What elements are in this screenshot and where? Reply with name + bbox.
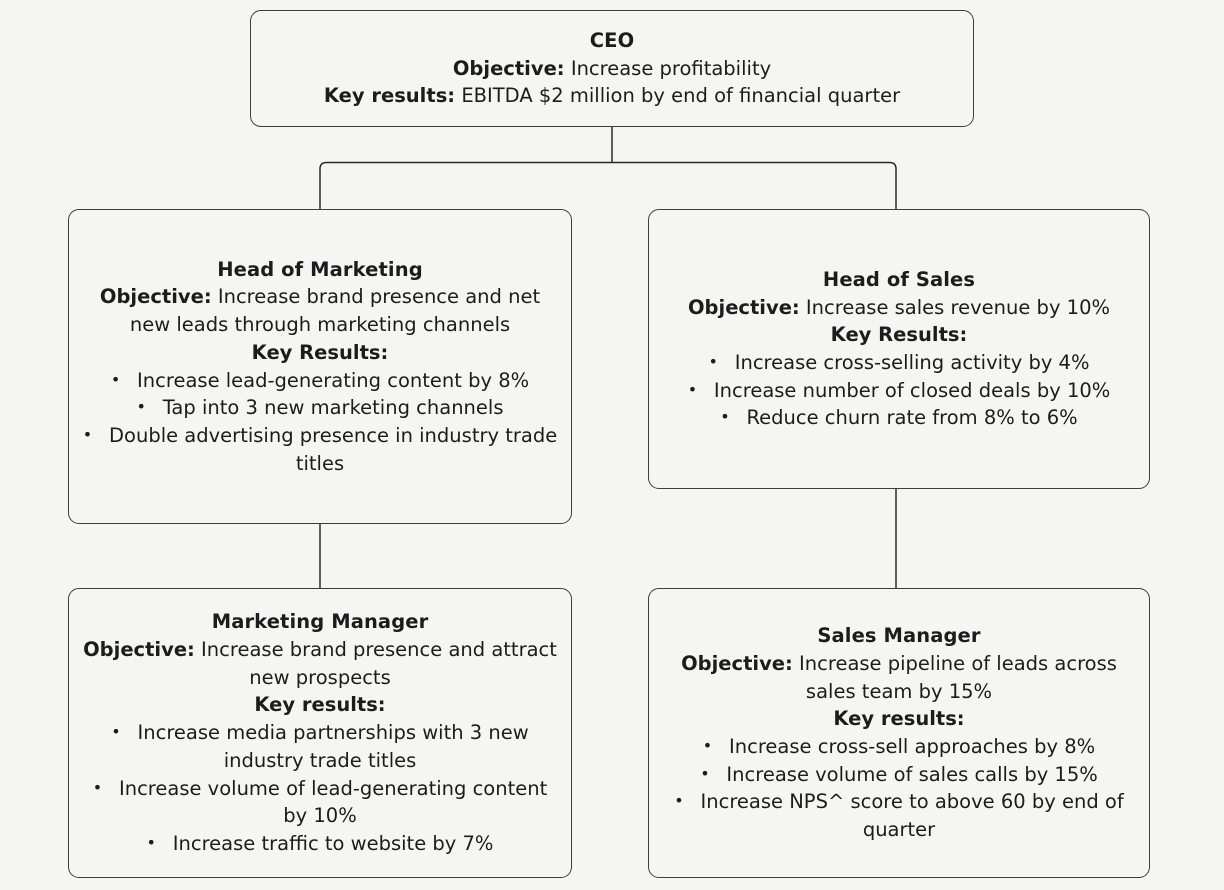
bullet-icon: •: [146, 833, 156, 852]
connector-ceo-to-heads: [319, 161, 897, 209]
key-result-item: • Increase number of closed deals by 10%: [659, 377, 1139, 405]
key-result-text: Double advertising presence in industry …: [109, 423, 558, 475]
key-result-item: • Increase lead-generating content by 8%: [79, 367, 561, 395]
key-result-text: Increase cross-sell approaches by 8%: [729, 735, 1096, 758]
bullet-icon: •: [687, 379, 698, 399]
key-result-text: Increase traffic to website by 7%: [172, 831, 494, 855]
node-sales-manager-objective: Objective: Increase pipeline of leads ac…: [659, 650, 1139, 705]
key-result-item: • Tap into 3 new marketing channels: [79, 394, 561, 422]
key-result-text: Increase cross-selling activity by 4%: [734, 351, 1090, 374]
node-ceo-objective: Objective: Increase profitability: [453, 55, 771, 83]
key-result-text: Increase media partnerships with 3 new i…: [137, 721, 529, 772]
key-result-item: • Increase NPS^ score to above 60 by end …: [659, 788, 1139, 843]
key-result-item: • Double advertising presence in industry…: [79, 422, 561, 477]
key-result-item: • Increase traffic to website by 7%: [79, 830, 561, 858]
key-results-list: •Increase lead-generating content by 8% …: [79, 367, 561, 478]
objective-text: Increase pipeline of leads across sales …: [799, 651, 1117, 703]
key-results-label: Key Results:: [830, 323, 968, 347]
bullet-icon: •: [110, 369, 121, 389]
node-head-of-sales-title: Head of Sales: [822, 267, 976, 291]
bullet-icon: •: [674, 791, 684, 811]
key-result-item: • Reduce churn rate from 8% to 6%: [659, 404, 1139, 432]
bullet-icon: •: [720, 407, 730, 427]
key-result-item: • Increase cross-sell approaches by 8%: [659, 733, 1139, 761]
objective-label: Objective:: [681, 651, 793, 675]
bullet-icon: •: [92, 777, 103, 797]
node-sales-manager-title: Sales Manager: [817, 624, 981, 648]
key-result-text: Increase volume of lead-generating conte…: [118, 776, 548, 828]
key-results-label: Key results:: [254, 693, 386, 717]
objective-text: Increase profitability: [570, 56, 772, 80]
key-result-text: Tap into 3 new marketing channels: [162, 396, 504, 420]
key-results-label: Key results:: [323, 84, 456, 108]
node-head-of-marketing-objective: Objective: Increase brand presence and n…: [79, 283, 561, 338]
key-results-list: • Increase cross-sell approaches by 8% • I…: [659, 733, 1139, 844]
key-result-item: • Increase volume of lead-generating cont…: [79, 775, 561, 830]
node-head-of-sales-objective: Objective: Increase sales revenue by 10%: [688, 294, 1110, 322]
node-marketing-manager-title: Marketing Manager: [211, 610, 429, 634]
key-result-text: Reduce churn rate from 8% to 6%: [746, 406, 1078, 430]
node-marketing-manager[interactable]: Marketing Manager Objective: Increase br…: [68, 588, 572, 878]
key-results-label: Key results:: [833, 707, 965, 731]
objective-label: Objective:: [452, 56, 565, 80]
bullet-icon: •: [111, 722, 121, 742]
bullet-icon: •: [708, 352, 718, 372]
node-ceo[interactable]: CEO Objective: Increase profitability Ke…: [250, 10, 974, 127]
key-result-text: Increase volume of sales calls by 15%: [726, 762, 1098, 786]
node-ceo-title: CEO: [589, 28, 635, 52]
objective-label: Objective:: [687, 295, 800, 319]
key-result-text: Increase number of closed deals by 10%: [713, 378, 1111, 402]
key-result-item: • Increase cross-selling activity by 4%: [659, 349, 1139, 377]
bullet-icon: •: [700, 763, 710, 783]
key-result-item: • Increase volume of sales calls by 15%: [659, 761, 1139, 789]
objective-label: Objective:: [83, 638, 195, 662]
objective-text: Increase sales revenue by 10%: [805, 295, 1111, 319]
objective-text: Increase brand presence and attract new …: [201, 638, 557, 689]
key-results-text: EBITDA $2 million by end of financial qu…: [461, 84, 901, 108]
node-head-of-sales[interactable]: Head of Sales Objective: Increase sales …: [648, 209, 1150, 489]
key-result-item: • Increase media partnerships with 3 new …: [79, 719, 561, 774]
node-head-of-marketing[interactable]: Head of Marketing Objective: Increase br…: [68, 209, 572, 524]
objective-text: Increase brand presence and net new lead…: [129, 285, 541, 337]
node-ceo-key-results: Key results: EBITDA $2 million by end of…: [324, 82, 900, 110]
key-result-text: Increase lead-generating content by 8%: [137, 368, 530, 392]
bullet-icon: •: [136, 397, 146, 417]
node-sales-manager[interactable]: Sales Manager Objective: Increase pipeli…: [648, 588, 1150, 878]
key-results-label: Key Results:: [251, 340, 389, 364]
objective-label: Objective:: [99, 285, 212, 309]
bullet-icon: •: [82, 424, 93, 444]
node-marketing-manager-objective: Objective: Increase brand presence and a…: [79, 636, 561, 691]
key-results-list: • Increase cross-selling activity by 4% •…: [659, 349, 1139, 432]
key-results-list: • Increase media partnerships with 3 new …: [79, 719, 561, 857]
node-head-of-marketing-title: Head of Marketing: [217, 257, 423, 281]
bullet-icon: •: [702, 736, 713, 756]
key-result-text: Increase NPS^ score to above 60 by end o…: [700, 790, 1124, 842]
